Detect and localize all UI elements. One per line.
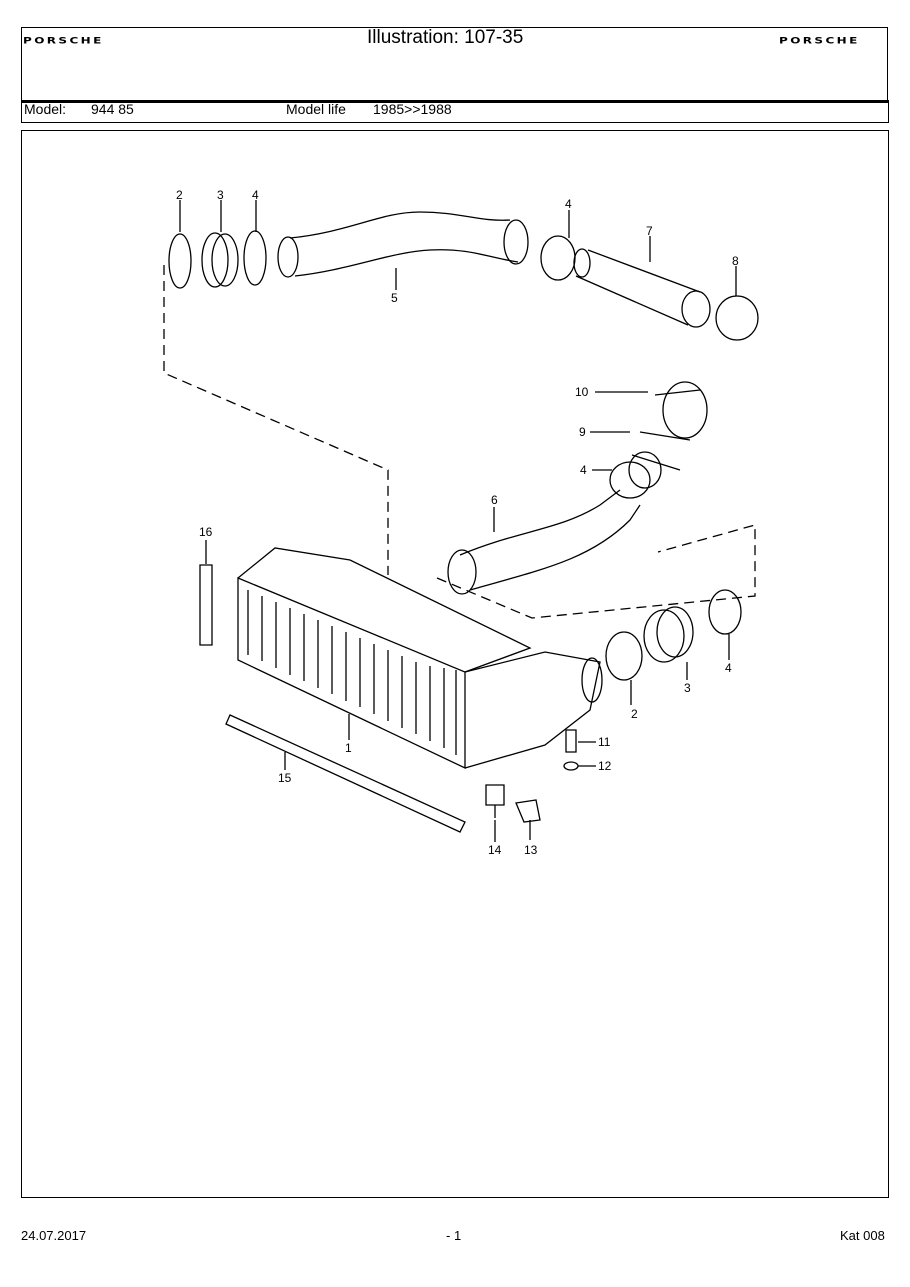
model-value: 944 85 [91, 101, 134, 117]
bellows-connector-icon [628, 381, 708, 489]
intercooler-icon [237, 547, 603, 770]
hose-clamp-icon [605, 631, 643, 681]
rubber-mount-icon [485, 784, 505, 818]
header-frame [21, 27, 888, 100]
parts-diagram: 2 3 4 5 2 3 4 4 6 7 8 10 9 4 1 11 12 13 … [163, 188, 759, 857]
hose-clamp-icon [609, 461, 651, 499]
callout-label: 7 [646, 224, 653, 238]
intake-tube-icon [447, 489, 641, 595]
rubber-coupling-icon [643, 606, 694, 663]
callout-label: 5 [391, 291, 398, 305]
callout-label: 6 [491, 493, 498, 507]
callout-label: 12 [598, 759, 612, 773]
upper-tube-icon [277, 211, 529, 278]
callout-label: 4 [725, 661, 732, 675]
footer-catalog: Kat 008 [840, 1228, 885, 1243]
callout-label: 1 [345, 741, 352, 755]
callout-label: 3 [684, 681, 691, 695]
callout-label: 4 [565, 197, 572, 211]
bracket-icon [515, 799, 541, 823]
callout-label: 3 [217, 188, 224, 202]
model-info-row: Model: 944 85 Model life 1985>>1988 [21, 100, 889, 123]
leader-dash-upper [163, 265, 389, 575]
callout-label: 2 [631, 707, 638, 721]
porsche-logo-right: PORSCHE [779, 36, 860, 46]
callout-label: 11 [598, 735, 611, 749]
callout-label: 14 [488, 843, 502, 857]
rubber-coupling-icon [201, 232, 239, 288]
foam-strip-icon [225, 714, 466, 833]
hose-sleeve-icon [573, 248, 711, 328]
bolt-icon [565, 729, 577, 753]
callout-label: 10 [575, 385, 589, 399]
model-life-label: Model life [286, 101, 346, 117]
model-life-value: 1985>>1988 [373, 101, 452, 117]
hose-clamp-icon [540, 235, 576, 281]
hose-clamp-icon [708, 589, 742, 635]
porsche-logo-left: PORSCHE [23, 36, 104, 46]
footer-date: 24.07.2017 [21, 1228, 87, 1243]
page-title: Illustration: 107-35 [367, 27, 524, 48]
washer-icon [563, 761, 579, 771]
hose-clamp-icon [168, 233, 192, 289]
leader-dash-right [436, 524, 756, 619]
callout-label: 4 [580, 463, 587, 477]
header-divider [21, 100, 889, 103]
footer-page-number: - 1 [446, 1228, 462, 1243]
callout-label: 13 [524, 843, 538, 857]
callout-label: 9 [579, 425, 586, 439]
callout-label: 8 [732, 254, 739, 268]
foam-strip-icon [199, 564, 213, 646]
callout-label: 15 [278, 771, 292, 785]
callout-label: 2 [176, 188, 183, 202]
callout-label: 4 [252, 188, 259, 202]
hose-clamp-icon [243, 230, 267, 286]
model-label: Model: [24, 101, 67, 117]
illustration-frame [21, 130, 889, 1198]
hose-clamp-icon [715, 295, 759, 341]
callout-label: 16 [199, 525, 213, 539]
